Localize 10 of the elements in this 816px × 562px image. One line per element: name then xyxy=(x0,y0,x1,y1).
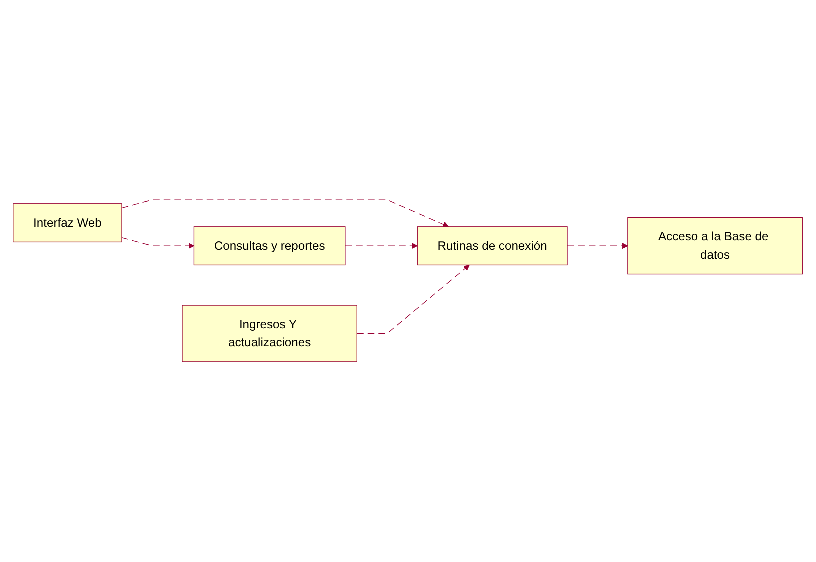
node-box: Consultas y reportes xyxy=(194,226,346,266)
arrow xyxy=(122,238,194,250)
node-box: Rutinas de conexión xyxy=(417,226,568,266)
arrow xyxy=(345,243,418,250)
arrow xyxy=(122,200,450,228)
node-box: Ingresos Y actualizaciones xyxy=(182,305,358,362)
node-box: Acceso a la Base de datos xyxy=(628,218,803,275)
arrow xyxy=(356,264,470,334)
arrow xyxy=(567,243,628,250)
node-box: Interfaz Web xyxy=(13,204,122,243)
